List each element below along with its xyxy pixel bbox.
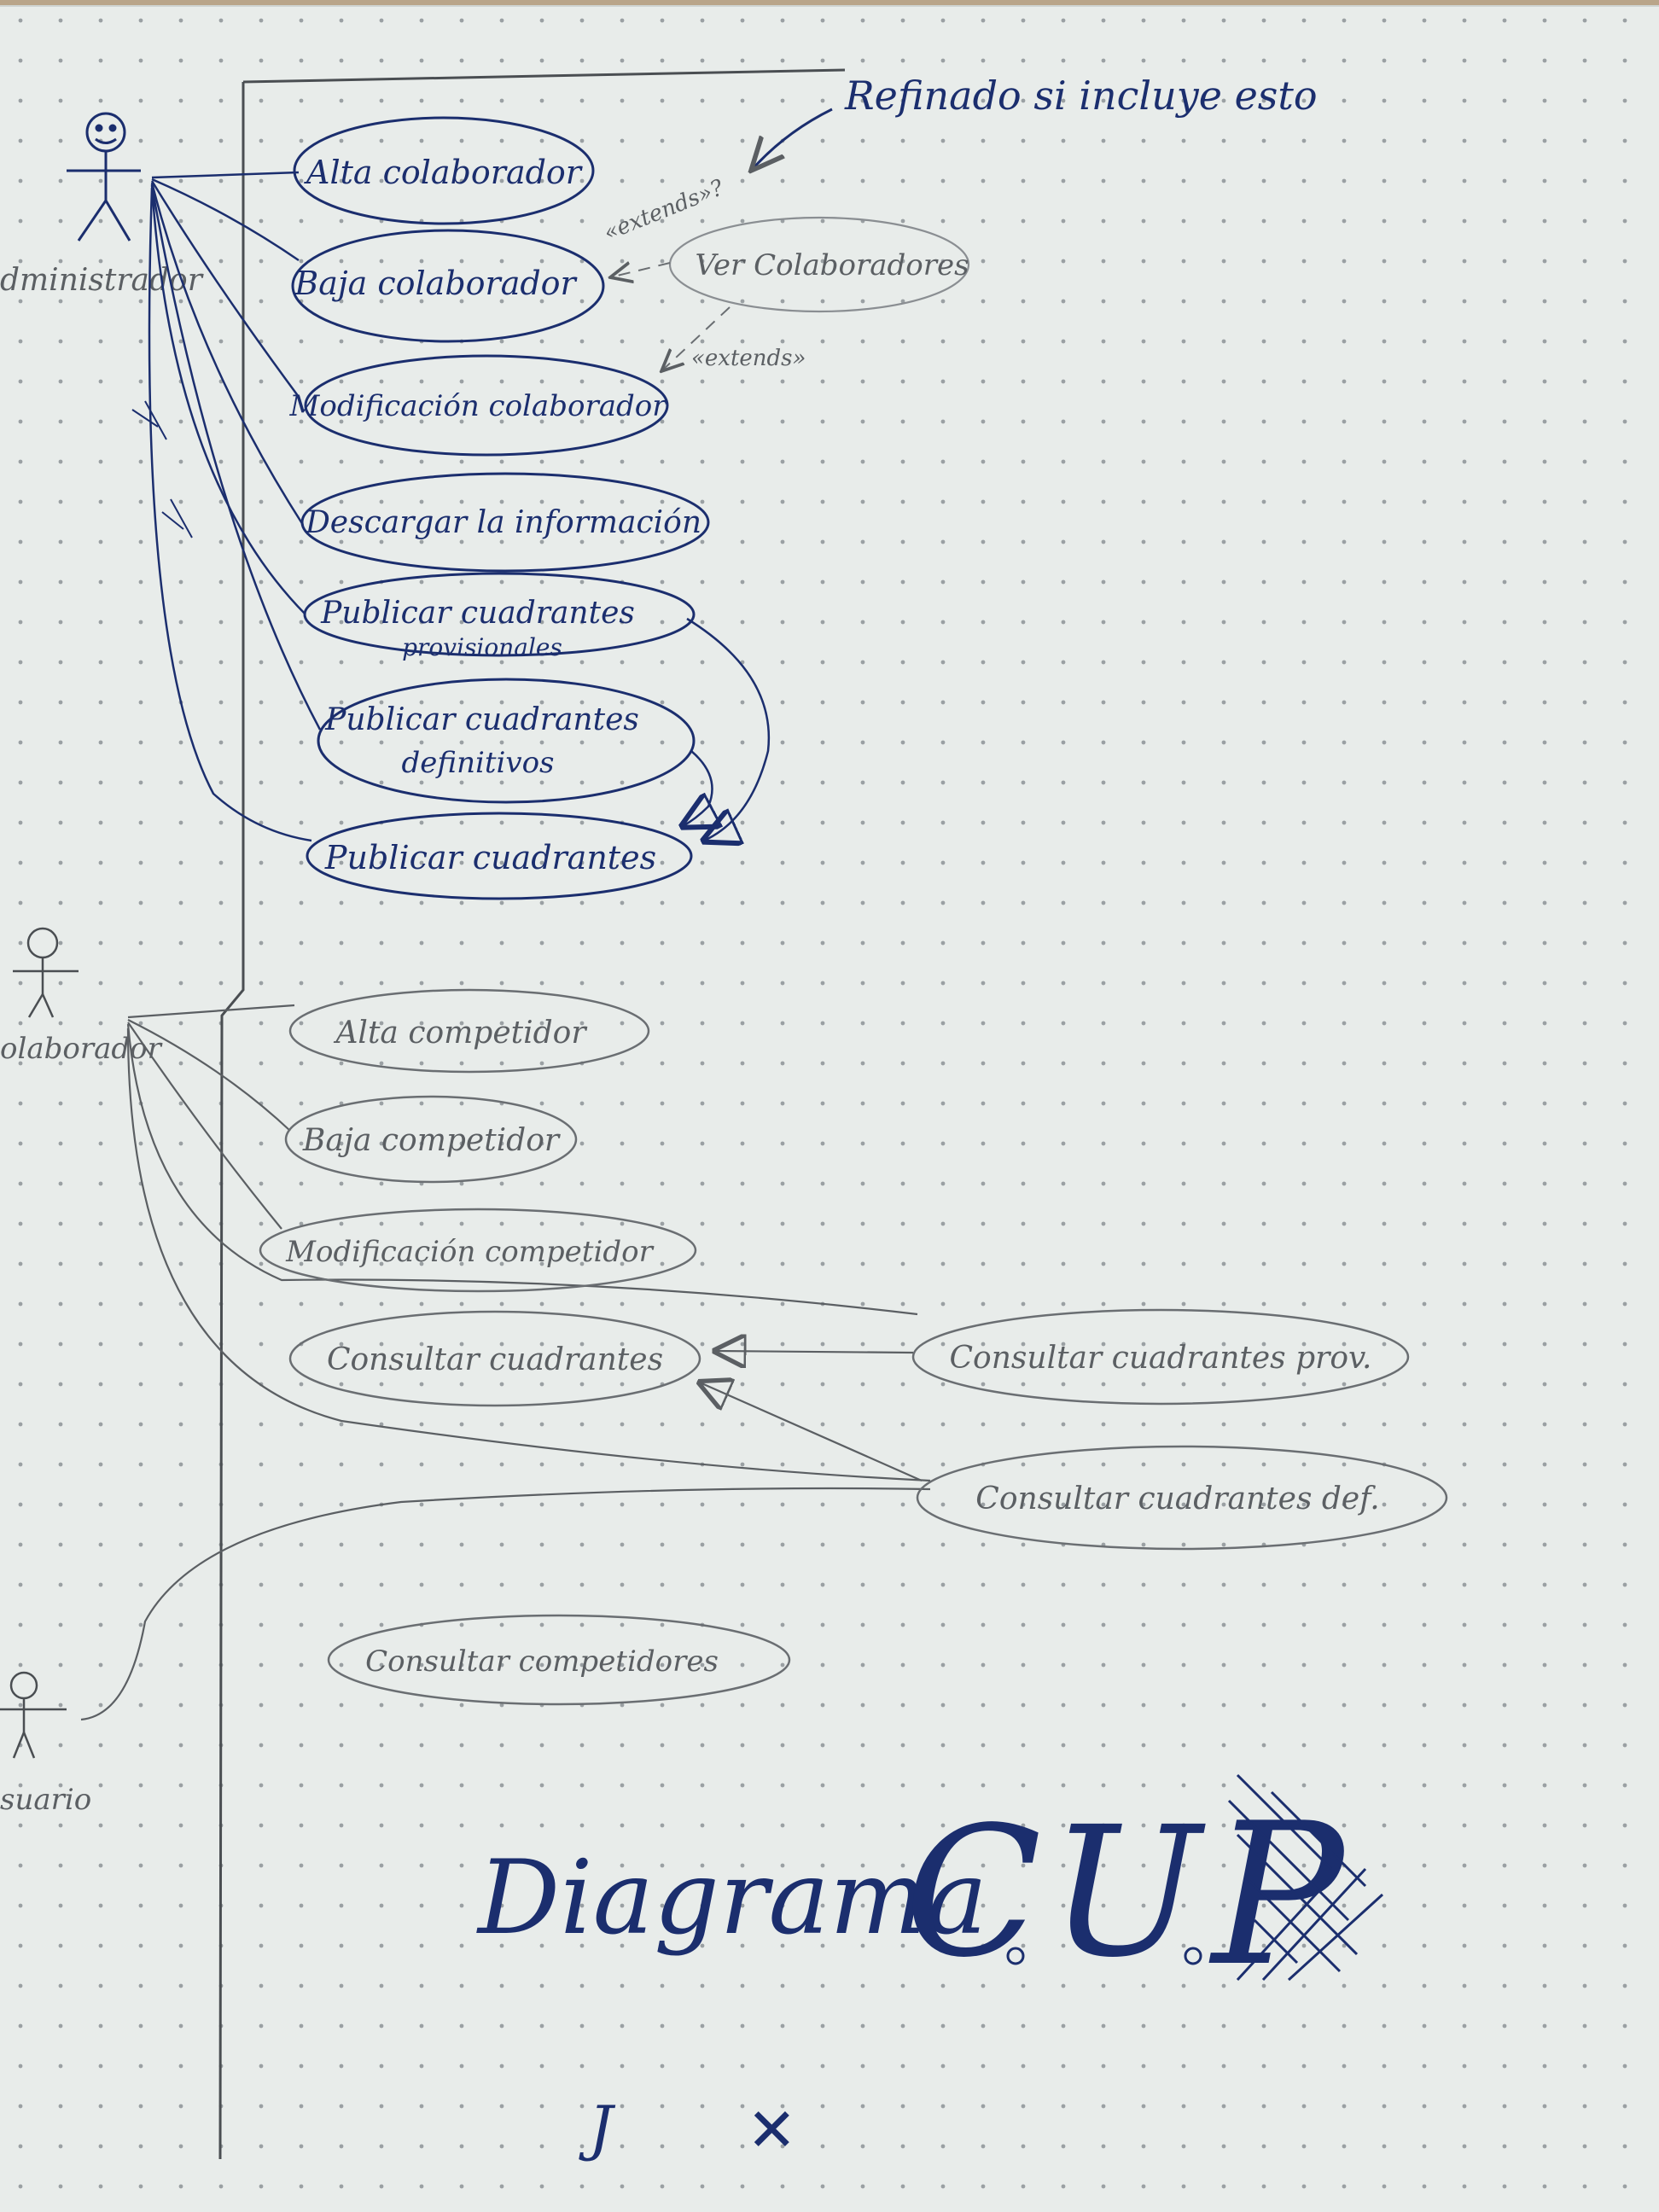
scribble-over-letter [1227,1773,1384,1982]
diagram-title-word: Diagrama [476,1839,987,1958]
use-case-label: Consultar cuadrantes def. [975,1481,1379,1516]
use-case-label: Consultar competidores [365,1644,719,1679]
page-mark-right: ✕ [747,2095,797,2165]
use-case-label: Consultar cuadrantes [327,1342,663,1377]
actor-colaborador-label: olaborador [0,1032,163,1066]
generalization-def [700,1382,923,1482]
extends-to-modificacion [661,306,731,371]
use-case-label: Baja colaborador [294,265,578,302]
use-case-label-line2: definitivos [402,746,555,780]
use-case-label: Modificación competidor [285,1235,654,1269]
use-case-label: Alta colaborador [304,154,584,191]
stick-figure-icon [0,1671,67,1759]
generalization-definitivos [683,750,713,826]
use-case-baja-competidor[interactable]: Baja competidor [284,1095,578,1184]
use-case-consultar-cuadrantes[interactable]: Consultar cuadrantes [288,1310,701,1407]
actor-administrador[interactable] [67,112,141,242]
system-boundary [218,68,846,2160]
use-case-descargar-informacion[interactable]: Descargar la información [300,472,710,573]
admin-associations [131,171,322,842]
use-case-publicar-definitivos[interactable]: Publicar cuadrantes definitivos [317,678,696,804]
actor-usuario-label: suario [0,1783,91,1817]
stick-figure-icon [13,927,79,1018]
use-case-modificacion-colaborador[interactable]: Modificación colaborador [289,354,669,457]
stick-figure-icon [67,112,141,242]
diagram-title-acronym: C U P [905,1773,1384,2010]
refinement-note: Refinado si incluye esto [844,73,1318,119]
colaborador-associations [126,1004,931,1482]
title-dot [1006,1947,1025,1965]
actor-usuario[interactable] [0,1671,67,1759]
usuario-association [80,1487,931,1721]
note-arrow [751,108,833,171]
use-case-label-line2: provisionales [402,633,562,661]
use-case-consultar-cuadrantes-prov[interactable]: Consultar cuadrantes prov. [911,1308,1410,1406]
use-case-consultar-competidores[interactable]: Consultar competidores [327,1614,791,1706]
use-case-label-line1: Publicar cuadrantes [324,702,639,737]
generalization-prov [715,1351,914,1353]
use-case-label: Consultar cuadrantes prov. [950,1341,1372,1376]
extends-to-baja [610,263,671,277]
use-case-publicar-cuadrantes[interactable]: Publicar cuadrantes [306,812,693,900]
use-case-label: Publicar cuadrantes [324,839,656,876]
use-case-label: Descargar la información [305,505,701,540]
use-case-publicar-provisionales[interactable]: Publicar cuadrantes provisionales [303,572,696,661]
dot-grid [0,7,1659,2212]
use-case-label: Ver Colaboradores [695,248,969,282]
use-case-baja-colaborador[interactable]: Baja colaborador [291,229,605,343]
use-case-label: Baja competidor [302,1123,561,1158]
title-dot [1184,1947,1202,1965]
actor-colaborador[interactable] [13,927,79,1018]
title-letter-u: U [1050,1788,1206,1997]
use-case-alta-colaborador[interactable]: Alta colaborador [293,116,595,225]
use-case-modificacion-competidor[interactable]: Modificación competidor [259,1208,697,1293]
use-case-label-line1: Publicar cuadrantes [320,596,635,631]
generalization-provisionales [686,617,771,841]
use-case-ver-colaboradores[interactable]: Ver Colaboradores [668,216,970,313]
use-case-label: Alta competidor [333,1016,587,1051]
use-case-alta-competidor[interactable]: Alta competidor [288,988,650,1074]
title-letter-c: C [905,1788,1042,1997]
use-case-consultar-cuadrantes-def[interactable]: Consultar cuadrantes def. [916,1445,1448,1551]
extends-label-bottom: «extends» [691,346,806,371]
use-case-label: Modificación colaborador [289,389,668,423]
